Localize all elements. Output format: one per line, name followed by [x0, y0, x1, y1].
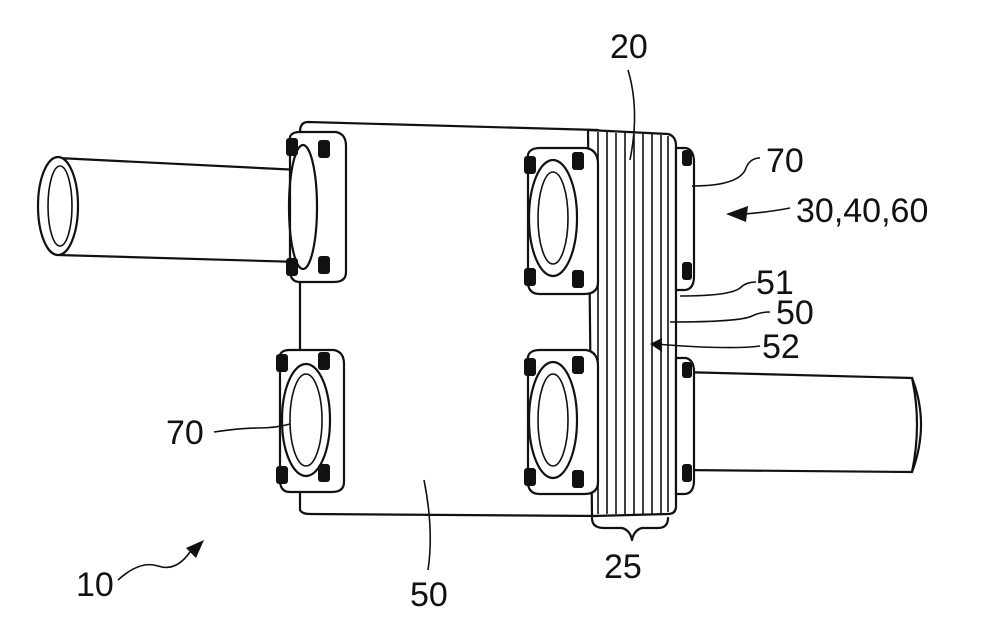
flange-lower-right — [524, 350, 598, 494]
label-stack: 20 — [610, 28, 648, 66]
flange-upper-right — [524, 148, 598, 294]
leader-70-right — [692, 158, 760, 186]
right-pipe — [680, 372, 921, 472]
stack-brace — [592, 518, 668, 540]
leader-10 — [118, 552, 190, 580]
label-edge-lower: 52 — [762, 328, 800, 366]
label-plate-side: 50 — [776, 294, 814, 332]
label-device: 10 — [76, 566, 114, 604]
arrow-10-head — [186, 540, 204, 558]
label-ports: 30,40,60 — [796, 192, 928, 230]
arrow-ports — [726, 206, 790, 222]
leader-70-left — [214, 424, 290, 432]
leader-50-side — [670, 312, 770, 322]
back-flange-lower — [676, 358, 694, 494]
left-pipe — [38, 157, 300, 262]
back-flange-upper — [676, 148, 694, 290]
label-flange-right: 70 — [766, 142, 804, 180]
label-flange-left: 70 — [166, 414, 204, 452]
flange-upper-left — [286, 132, 346, 282]
label-stack-width: 25 — [604, 548, 642, 586]
plate-stack — [588, 130, 676, 516]
flange-lower-left — [276, 350, 344, 492]
label-plate-front: 50 — [410, 576, 448, 614]
